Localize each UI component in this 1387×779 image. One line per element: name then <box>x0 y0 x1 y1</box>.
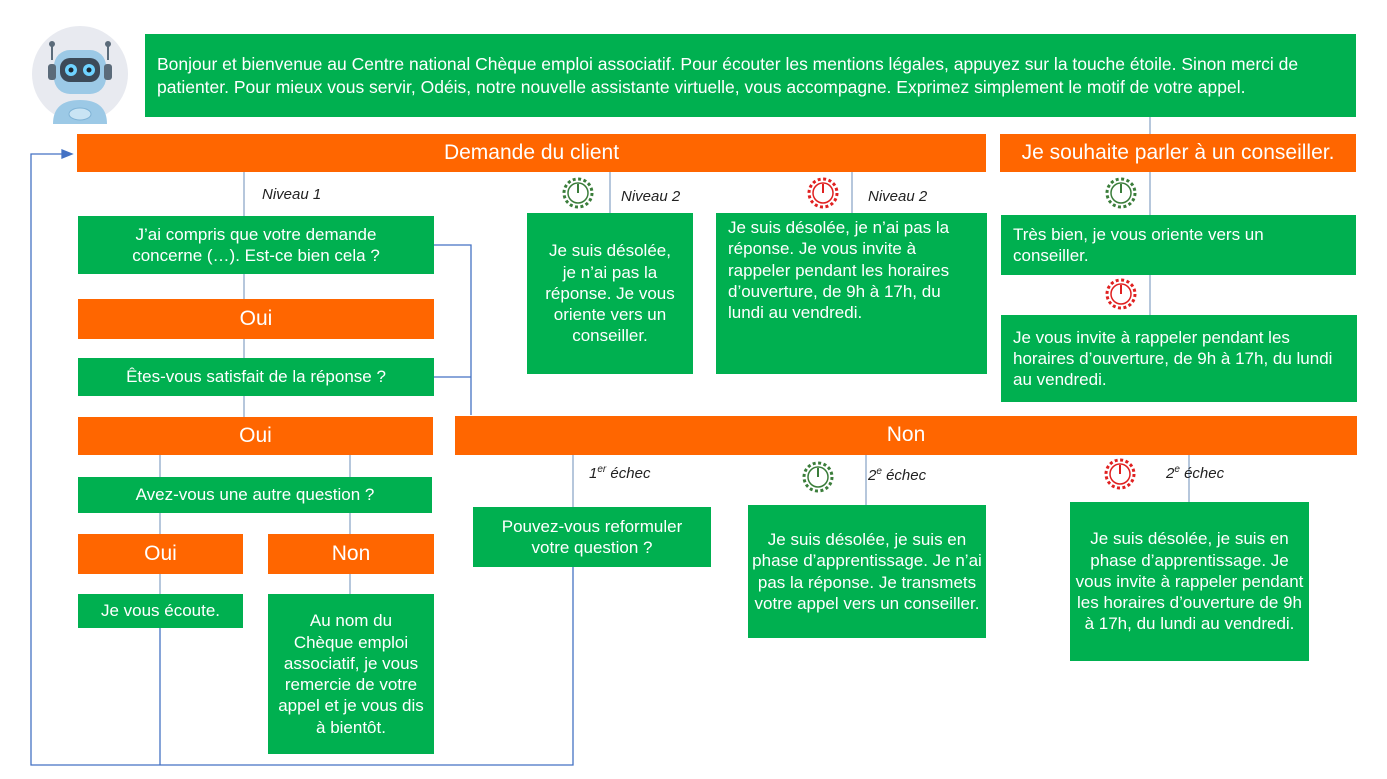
listening-message: Je vous écoute. <box>78 594 243 628</box>
level-1-label: Niveau 1 <box>262 186 322 203</box>
clock-open-icon <box>802 461 834 493</box>
intro-message: Bonjour et bienvenue au Centre national … <box>145 34 1356 117</box>
level2-closed-message: Je suis désolée, je n’ai pas la réponse.… <box>716 213 987 374</box>
level-2-label-open: Niveau 2 <box>621 188 681 205</box>
client-request-header: Demande du client <box>77 134 986 172</box>
yes-box: Oui <box>78 299 434 339</box>
goodbye-message: Au nom du Chèque emploi associatif, je v… <box>268 594 434 754</box>
first-failure-label: 1er échec <box>589 464 651 482</box>
advisor-closed-message: Je vous invite à rappeler pendant les ho… <box>1001 315 1357 402</box>
clock-closed-icon <box>1105 278 1137 310</box>
yes-box: Oui <box>78 417 433 455</box>
other-question: Avez-vous une autre question ? <box>78 477 432 513</box>
level2-open-message: Je suis désolée, je n’ai pas la réponse.… <box>527 213 693 374</box>
robot-avatar-icon <box>32 26 128 124</box>
yes-box: Oui <box>78 534 243 574</box>
advisor-open-message: Très bien, je vous oriente vers un conse… <box>1001 215 1356 275</box>
advisor-request-header: Je souhaite parler à un conseiller. <box>1000 134 1356 172</box>
understood-message: J’ai compris que votre demande concerne … <box>78 216 434 274</box>
clock-open-icon <box>562 177 594 209</box>
satisfied-question: Êtes-vous satisfait de la réponse ? <box>78 358 434 396</box>
no-header: Non <box>455 416 1357 455</box>
callback-message: Je suis désolée, je suis en phase d’appr… <box>1070 502 1309 661</box>
second-failure-label-closed: 2e échec <box>1166 464 1225 482</box>
rephrase-message: Pouvez-vous reformuler votre question ? <box>473 507 711 567</box>
clock-open-icon <box>1105 177 1137 209</box>
second-failure-label-open: 2e échec <box>868 466 927 484</box>
transfer-message: Je suis désolée, je suis en phase d’appr… <box>748 505 986 638</box>
clock-closed-icon <box>1104 458 1136 490</box>
level-2-label-closed: Niveau 2 <box>868 188 928 205</box>
no-box: Non <box>268 534 434 574</box>
clock-closed-icon <box>807 177 839 209</box>
